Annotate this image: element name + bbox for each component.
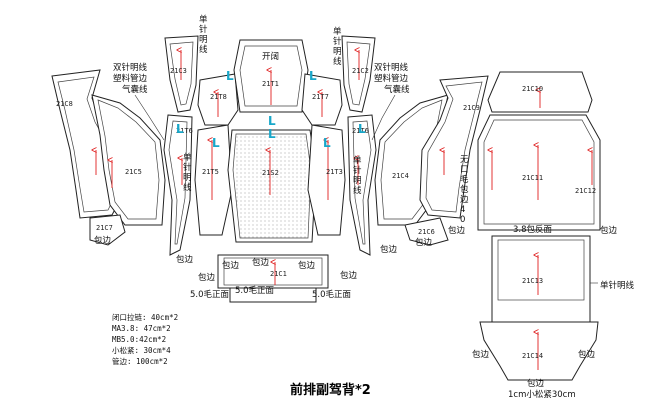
bind-edge-21C1-c: 包边	[298, 260, 316, 271]
label-21C13: 21C13	[522, 277, 543, 285]
plastic-piping-left: 塑料管边	[113, 73, 148, 84]
label-21C2: 21C2	[352, 67, 369, 75]
single-stitch-v-4: 单针明线	[353, 155, 362, 196]
bind-edge-21C14-l: 包边	[472, 349, 490, 360]
marker-L-1: L	[226, 69, 234, 83]
label-21T1: 21T1	[262, 80, 279, 88]
label-21C10: 21C10	[522, 85, 543, 93]
piece-21C11: 21C11 21C12 3.8包反面 包边 包边	[448, 114, 618, 236]
bind-edge-21C14-r: 包边	[578, 349, 596, 360]
plastic-piping-right: 塑料管边	[374, 73, 409, 84]
piece-21C1: 21C1 包边 包边 包边 包边 包边 包边 包边 5.0毛正面 5.0毛正面 …	[176, 244, 398, 303]
airbag-left: 气囊线	[122, 84, 148, 95]
piece-21T4: 21T6	[347, 114, 377, 256]
label-21C8: 21C8	[56, 100, 73, 108]
bind-edge-right-outer: 包边	[380, 244, 398, 255]
piece-21C3: 21C3	[164, 35, 199, 113]
piece-21C13: 21C13	[491, 235, 598, 325]
label-21C6: 21C6	[418, 228, 435, 236]
single-stitch-v-2: 单针明线	[183, 152, 192, 193]
label-21C14: 21C14	[522, 352, 543, 360]
piece-21T1: 开阔 21T1	[233, 39, 309, 113]
front-5-right: 5.0毛正面	[312, 289, 352, 300]
page-title: 前排副驾背*2	[290, 382, 371, 398]
bind-edge-21C7: 包边	[94, 235, 112, 246]
piece-21C7: 21C7 包边	[89, 214, 126, 246]
note-0: 闭口拉链: 40cm*2	[112, 312, 178, 322]
marker-L-7: L	[176, 122, 184, 136]
piece-21C10: 21C10	[487, 71, 593, 113]
bind-edge-21C1-d: 包边	[340, 270, 358, 281]
bind-edge-21C14-b: 包边	[527, 378, 545, 389]
notes-block: 闭口拉链: 40cm*2 MA3.8: 47cm*2 MB5.0:42cm*2 …	[112, 312, 178, 366]
note-2: MB5.0:42cm*2	[112, 335, 166, 344]
note-1: MA3.8: 47cm*2	[112, 324, 171, 333]
single-stitch-v-1: 单针明线	[199, 14, 208, 55]
label-21C9: 21C9	[463, 104, 480, 112]
label-21C1: 21C1	[270, 270, 287, 278]
label-21S2: 21S2	[262, 169, 279, 177]
bind-edge-21C1-a: 包边	[222, 260, 240, 271]
label-21C3: 21C3	[170, 67, 187, 75]
marker-L-5: L	[212, 136, 220, 150]
bind-edge-21C11-l: 包边	[448, 225, 466, 236]
vertical-text: 单针明线	[183, 152, 192, 193]
label-21T8: 21T8	[210, 93, 227, 101]
marker-L-6: L	[323, 136, 331, 150]
label-21T4: 21T6	[352, 127, 369, 135]
bind-edge-left-outer: 包边	[176, 254, 194, 265]
label-21C11: 21C11	[522, 174, 543, 182]
single-stitch-v-3: 单针明线	[333, 26, 342, 67]
front-5-mid: 5.0毛正面	[235, 285, 275, 296]
label-21C12: 21C12	[575, 187, 596, 195]
piece-21T3: 21T3	[307, 124, 346, 236]
note-3: 小松紧: 30cm*4	[112, 345, 171, 355]
marker-L-8: L	[358, 122, 366, 136]
piece-21T6-left: 21T6	[163, 114, 193, 256]
bind-edge-21C1-top: 包边	[252, 257, 270, 268]
piece-21T7: 21T7	[301, 73, 343, 126]
piece-21C14: 21C14 包边 包边 包边 1cm小松紧30cm	[472, 321, 599, 400]
label-21T5: 21T5	[202, 168, 219, 176]
piece-21S2: 21S2	[227, 129, 317, 243]
piece-21C5: 21C5	[91, 94, 166, 226]
note-4: 管边: 100cm*2	[112, 356, 168, 366]
front-5-left: 5.0毛正面	[190, 289, 230, 300]
marker-L-4: L	[268, 127, 276, 141]
vertical-text: 单针明线	[199, 14, 208, 55]
marker-L-3: L	[268, 114, 276, 128]
piece-21T5: 21T5	[194, 124, 233, 236]
label-21C7: 21C7	[96, 224, 113, 232]
marker-L-2: L	[309, 69, 317, 83]
label-21T3: 21T3	[326, 168, 343, 176]
piece-21C9: 21C9	[419, 75, 489, 219]
elastic-label: 1cm小松紧30cm	[508, 389, 576, 400]
piece-21C6: 21C6 包边	[404, 217, 449, 248]
double-stitch-right: 双针明线	[374, 62, 409, 73]
open-label: 开阔	[262, 51, 279, 62]
label-21T6-left: 21T6	[176, 127, 193, 135]
double-stitch-left: 双针明线	[113, 62, 148, 73]
piece-21C2: 21C2	[341, 35, 376, 113]
single-stitch-h: 单针明线	[600, 280, 635, 291]
label-21C5: 21C5	[125, 168, 142, 176]
front-38: 3.8包反面	[513, 224, 553, 235]
bind-edge-21C11-r: 包边	[600, 225, 618, 236]
vertical-text: 单针明线	[353, 155, 362, 196]
label-21C4: 21C4	[392, 172, 409, 180]
bind-edge-21C6: 包边	[415, 237, 433, 248]
airbag-right: 气囊线	[384, 84, 410, 95]
label-21T7: 21T7	[312, 93, 329, 101]
vertical-text: 单针明线	[333, 26, 342, 67]
bind-edge-21C1-b: 包边	[198, 272, 216, 283]
